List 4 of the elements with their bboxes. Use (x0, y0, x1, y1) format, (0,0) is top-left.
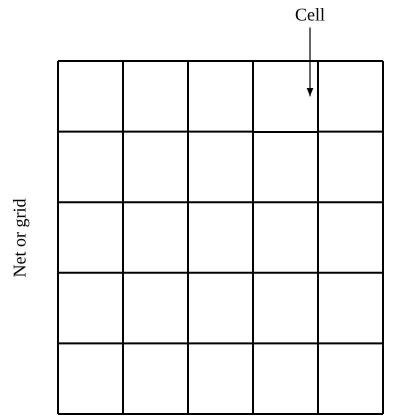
axis-label: Net or grid (10, 198, 30, 277)
callout-label: Cell (295, 4, 325, 26)
leader-line (306, 28, 314, 96)
grid-cell (252, 60, 319, 133)
